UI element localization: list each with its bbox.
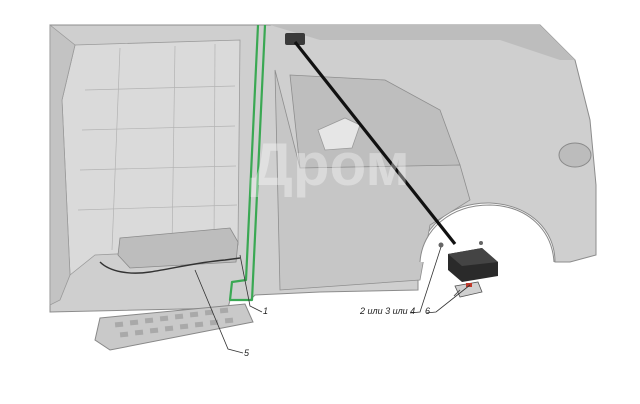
headlight [558, 142, 592, 168]
side-wall [49, 24, 76, 306]
overhead-unit [285, 33, 305, 45]
floor-lines [77, 43, 238, 251]
connector-plug-icon [453, 281, 483, 298]
wiring-harness [99, 257, 241, 274]
rectangular-module-icon [448, 248, 498, 282]
connection-cable [293, 41, 457, 245]
callout-5: 5 [244, 348, 250, 358]
bolt-icon [438, 242, 444, 248]
running-board [94, 303, 254, 351]
bolt-icon [479, 241, 483, 245]
door-opening-highlight [228, 24, 267, 302]
floor-box [117, 227, 239, 269]
wheel-arch [419, 204, 555, 263]
running-board-pattern [114, 307, 234, 338]
side-mirror [317, 117, 361, 151]
front-door [274, 69, 471, 291]
watermark: Дром [250, 131, 410, 198]
leader-lines [194, 246, 471, 354]
callout-6: 6 [425, 306, 431, 316]
callout-1: 1 [263, 306, 269, 316]
roof-panel [270, 25, 575, 60]
callout-2-3-4: 2 или 3 или 4 [360, 306, 416, 316]
